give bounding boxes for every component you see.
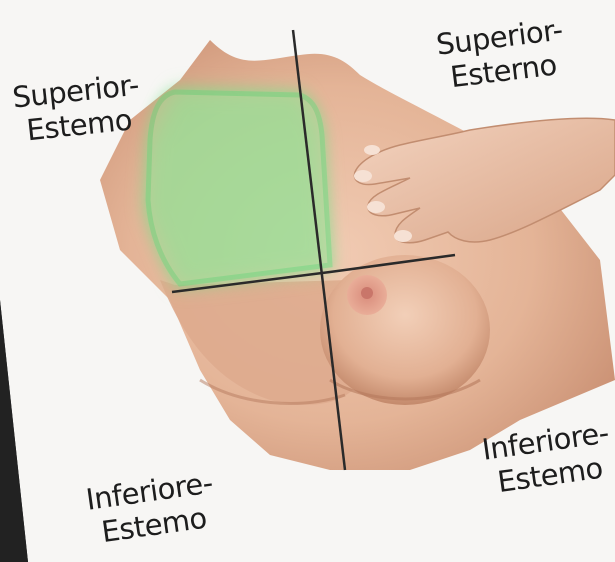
label-top-left: Superior- Estemo <box>11 68 144 149</box>
right-breast <box>320 255 490 405</box>
